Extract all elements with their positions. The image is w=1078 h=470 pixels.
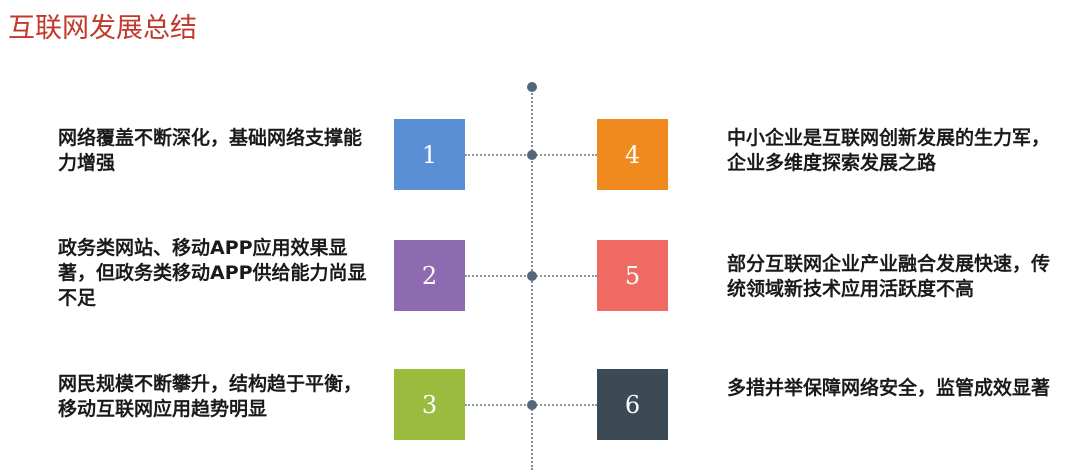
item-2-text: 政务类网站、移动APP应用效果显著，但政务类移动APP供给能力尚显不足 (58, 237, 367, 309)
item-4-text: 中小企业是互联网创新发展的生力军，企业多维度探索发展之路 (727, 127, 1051, 174)
item-4-number-box: 4 (597, 119, 668, 190)
item-5-number-box: 5 (597, 240, 668, 311)
row-2-dot (527, 271, 537, 281)
item-2-number-box: 2 (394, 240, 465, 311)
page-title: 互联网发展总结 (8, 13, 197, 44)
item-1-number-box: 1 (394, 119, 465, 190)
item-1-text: 网络覆盖不断深化，基础网络支撑能力增强 (58, 127, 363, 174)
item-5-text: 部分互联网企业产业融合发展快速，传统领域新技术应用活跃度不高 (727, 253, 1051, 300)
item-6-text: 多措并举保障网络安全，监管成效显著 (727, 377, 1051, 399)
item-3-text: 网民规模不断攀升，结构趋于平衡，移动互联网应用趋势明显 (58, 373, 363, 420)
item-1-number: 1 (421, 140, 438, 169)
item-2-number: 2 (421, 261, 438, 290)
item-3-number: 3 (421, 390, 438, 419)
item-6-number: 6 (624, 390, 641, 419)
item-4-number: 4 (624, 140, 641, 169)
item-3-number-box: 3 (394, 369, 465, 440)
timeline-top-dot (527, 82, 537, 92)
item-6-number-box: 6 (597, 369, 668, 440)
item-5-number: 5 (624, 261, 641, 290)
row-3-dot (527, 400, 537, 410)
row-1-dot (527, 150, 537, 160)
